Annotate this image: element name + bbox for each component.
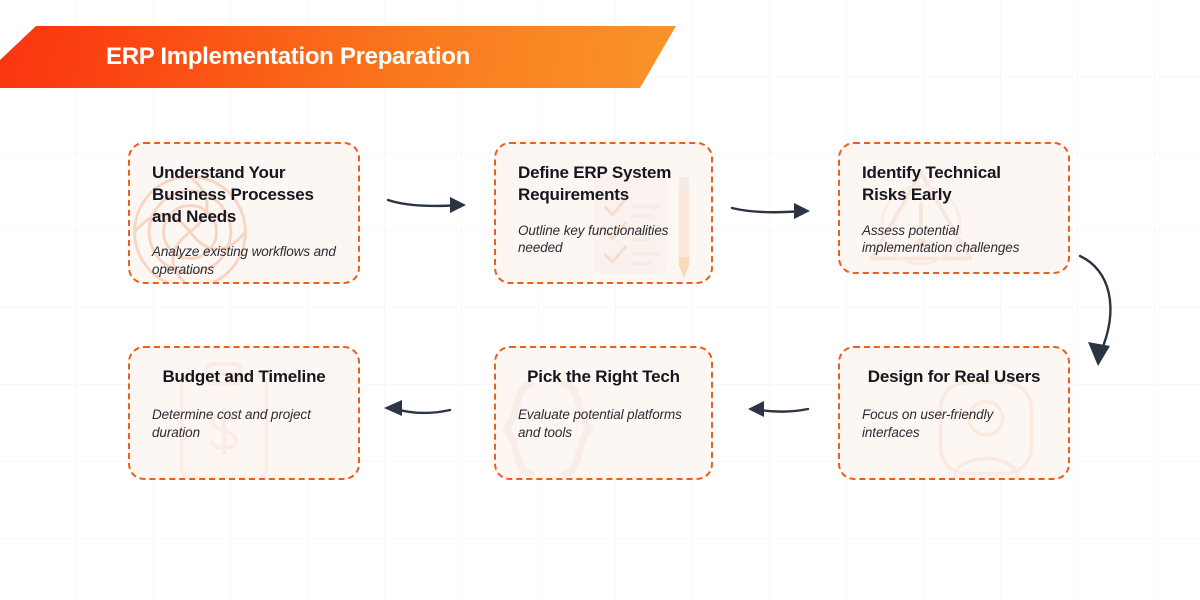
flow-card-step-3[interactable]: Identify Technical Risks Early Assess po… xyxy=(838,142,1070,274)
connector-4-5-arrow-left-icon xyxy=(748,401,810,417)
flow-card-body: Pick the Right Tech Evaluate potential p… xyxy=(496,348,711,478)
flow-card-body: Define ERP System Requirements Outline k… xyxy=(496,144,711,282)
flow-card-step-4[interactable]: Design for Real Users Focus on user-frie… xyxy=(838,346,1070,480)
header-banner: ERP Implementation Preparation xyxy=(0,26,676,88)
flow-card-body: Budget and Timeline Determine cost and p… xyxy=(130,348,358,478)
flow-card-body: Design for Real Users Focus on user-frie… xyxy=(840,348,1068,478)
flow-card-step-1[interactable]: Understand Your Business Processes and N… xyxy=(128,142,360,284)
flow-card-description: Outline key functionalities needed xyxy=(518,222,669,256)
flow-card-title: Identify Technical Risks Early xyxy=(862,163,1001,204)
page-title: ERP Implementation Preparation xyxy=(106,43,470,70)
connector-2-3-arrow-right-icon xyxy=(730,203,810,219)
flow-card-title: Pick the Right Tech xyxy=(527,367,680,386)
flow-card-description: Focus on user-friendly interfaces xyxy=(862,407,994,441)
flow-card-title: Design for Real Users xyxy=(867,367,1041,386)
flow-card-description: Assess potential implementation challeng… xyxy=(862,222,1020,256)
connector-1-2-arrow-right-icon xyxy=(386,197,466,213)
flow-card-title: Define ERP System Requirements xyxy=(518,163,672,204)
flow-card-step-2[interactable]: Define ERP System Requirements Outline k… xyxy=(494,142,713,284)
flow-card-step-5[interactable]: Pick the Right Tech Evaluate potential p… xyxy=(494,346,713,480)
flow-card-title: Budget and Timeline xyxy=(162,367,326,386)
flow-card-body: Identify Technical Risks Early Assess po… xyxy=(840,144,1068,272)
flow-card-body: Understand Your Business Processes and N… xyxy=(130,144,358,282)
connector-3-4-arrow-curve-down-icon xyxy=(1078,254,1112,366)
flow-card-description: Evaluate potential platforms and tools xyxy=(518,407,682,441)
flow-card-step-6[interactable]: Budget and Timeline Determine cost and p… xyxy=(128,346,360,480)
connector-5-6-arrow-left-icon xyxy=(384,400,452,416)
flow-card-description: Determine cost and project duration xyxy=(152,407,311,441)
flow-card-title: Understand Your Business Processes and N… xyxy=(152,163,314,226)
flow-card-description: Analyze existing workflows and operation… xyxy=(152,244,336,278)
